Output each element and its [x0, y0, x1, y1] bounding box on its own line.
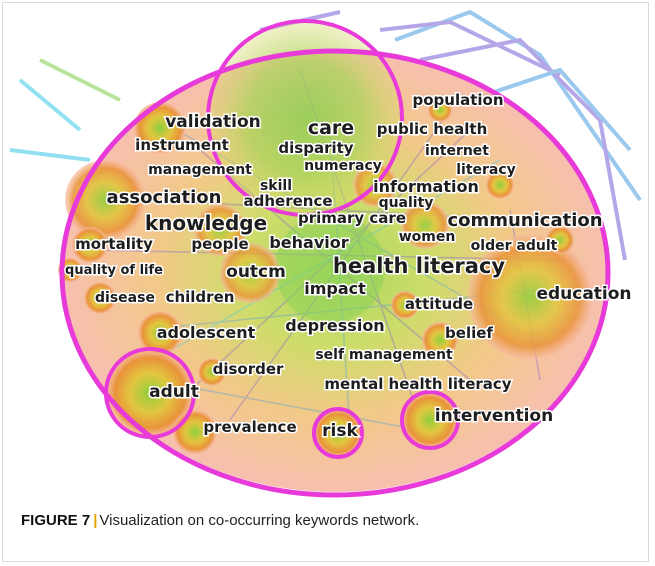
keyword-label: people — [191, 235, 248, 253]
keyword-label: primary care — [298, 209, 406, 227]
keyword-label: mental health literacy — [324, 375, 511, 393]
keyword-label: adolescent — [157, 323, 256, 342]
caption-text: Visualization on co-occurring keywords n… — [99, 512, 420, 529]
keyword-network-visualization: population validation care public health… — [9, 9, 642, 498]
keyword-label: instrument — [135, 136, 229, 154]
keyword-label: depression — [285, 316, 384, 335]
keyword-label: mortality — [75, 235, 153, 253]
keyword-label: quality — [379, 195, 434, 211]
keyword-label: intervention — [435, 406, 553, 426]
keyword-label: self management — [315, 347, 453, 363]
keyword-label: older adult — [471, 238, 558, 254]
figure-label: FIGURE 7 — [21, 512, 91, 529]
keyword-label: education — [536, 284, 631, 304]
keyword-label: numeracy — [304, 158, 382, 174]
keyword-label: risk — [322, 421, 358, 441]
keyword-label: knowledge — [145, 211, 267, 235]
keyword-label: adult — [149, 382, 199, 402]
keyword-label: attitude — [405, 295, 473, 313]
outer-link-bundles — [9, 9, 642, 261]
keyword-label: internet — [425, 143, 489, 159]
keyword-label: skill — [260, 178, 292, 194]
keyword-label: belief — [445, 324, 493, 342]
keyword-label: disease — [95, 290, 155, 306]
keyword-label: impact — [304, 279, 366, 298]
keyword-label: disparity — [278, 139, 353, 157]
keyword-label: adherence — [243, 192, 332, 210]
keyword-label: behavior — [269, 233, 348, 252]
figure-caption: FIGURE 7|Visualization on co-occurring k… — [21, 512, 641, 529]
keyword-label: public health — [377, 120, 488, 138]
keyword-label: information — [373, 177, 479, 196]
keyword-label: management — [148, 162, 252, 178]
keyword-label: outcm — [226, 262, 286, 282]
keyword-label: validation — [165, 112, 261, 132]
figure-frame — [2, 2, 649, 562]
keyword-label: population — [412, 91, 503, 109]
keyword-label: care — [308, 117, 354, 139]
keyword-labels: population validation care public health… — [64, 90, 634, 443]
keyword-label: prevalence — [203, 418, 296, 436]
keyword-label: children — [166, 288, 235, 306]
keyword-label: women — [399, 229, 456, 245]
keyword-label: association — [107, 187, 222, 208]
keyword-label: literacy — [456, 162, 516, 178]
keyword-label: communication — [447, 210, 602, 231]
highlight-rings — [59, 19, 611, 498]
keyword-label: disorder — [213, 360, 284, 378]
keyword-label: quality of life — [65, 263, 163, 278]
keyword-label: health literacy — [333, 254, 506, 278]
caption-separator: | — [93, 512, 98, 529]
